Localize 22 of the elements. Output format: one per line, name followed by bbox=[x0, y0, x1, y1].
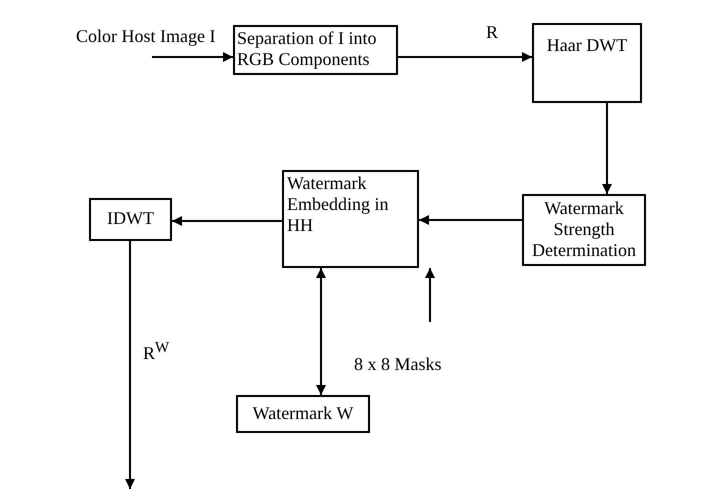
box-label: Haar DWT bbox=[546, 35, 628, 56]
box-label: Separation of I into RGB Components bbox=[237, 28, 378, 70]
arrow bbox=[125, 241, 135, 489]
process-box bbox=[532, 23, 642, 103]
process-box bbox=[89, 198, 172, 241]
arrow bbox=[316, 268, 326, 395]
arrow bbox=[419, 215, 522, 225]
input-label: Color Host Image I bbox=[76, 26, 216, 47]
box-label: Watermark Embedding in HH bbox=[287, 173, 390, 236]
process-box bbox=[233, 25, 398, 75]
process-box bbox=[282, 170, 419, 268]
arrow bbox=[172, 216, 282, 226]
arrow bbox=[425, 268, 435, 322]
box-label: Watermark Strength Determination bbox=[531, 198, 637, 261]
process-box bbox=[522, 194, 646, 266]
arrow bbox=[602, 103, 612, 194]
arrow bbox=[398, 52, 532, 62]
box-label: Watermark W bbox=[252, 403, 354, 424]
arrow bbox=[152, 52, 233, 62]
box-label: IDWT bbox=[106, 208, 155, 229]
input-label: 8 x 8 Masks bbox=[354, 354, 443, 375]
process-box bbox=[236, 395, 370, 433]
